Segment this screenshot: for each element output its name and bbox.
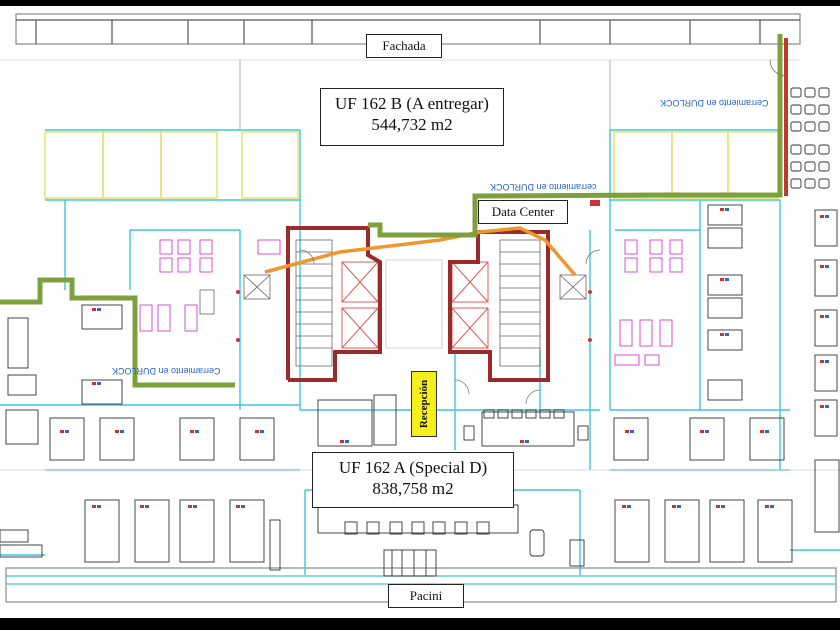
label-uf-162-b-title: UF 162 B (A entregar) <box>335 94 489 113</box>
desks-left <box>5 304 123 445</box>
core-red-outline-left <box>286 226 382 382</box>
desks-right-column <box>707 204 838 437</box>
label-fachada: Fachada <box>366 34 442 58</box>
core-red-outline-right <box>448 230 550 382</box>
orange-boundary <box>264 226 577 277</box>
annotation-durlock-left: Cerramiento en DURLOCK <box>112 366 221 376</box>
label-uf-162-b: UF 162 B (A entregar) 544,732 m2 <box>320 88 504 146</box>
bottom-black-band <box>0 618 840 630</box>
meeting-tables-center <box>317 394 589 447</box>
desks-middle-row <box>49 417 785 461</box>
annotation-durlock-center: cerramiento en DURLOCK <box>490 182 597 192</box>
label-recepcion-text: Recepción <box>418 379 431 429</box>
meeting-chairs-top-right <box>790 87 830 189</box>
label-uf-162-a-area: 838,758 m2 <box>372 479 454 499</box>
label-data-center: Data Center <box>478 200 568 224</box>
annotation-durlock-top-right: Cerramiento en DURLOCK <box>660 98 769 108</box>
top-black-band <box>0 0 840 6</box>
core-stairs <box>199 239 587 367</box>
equipment-markers <box>60 200 829 508</box>
green-boundary-left <box>0 277 235 388</box>
door-swings <box>299 59 787 405</box>
label-recepcion: Recepción <box>411 371 437 437</box>
label-uf-162-b-area: 544,732 m2 <box>371 115 453 135</box>
yellow-partitions <box>44 131 779 199</box>
bathroom-fixtures <box>139 239 683 366</box>
label-uf-162-a: UF 162 A (Special D) 838,758 m2 <box>312 452 514 508</box>
label-uf-162-a-title: UF 162 A (Special D) <box>338 458 488 477</box>
label-pacini: Pacini <box>388 584 464 608</box>
green-boundary-uf-b <box>368 34 783 238</box>
desks-bottom-row <box>0 459 840 563</box>
